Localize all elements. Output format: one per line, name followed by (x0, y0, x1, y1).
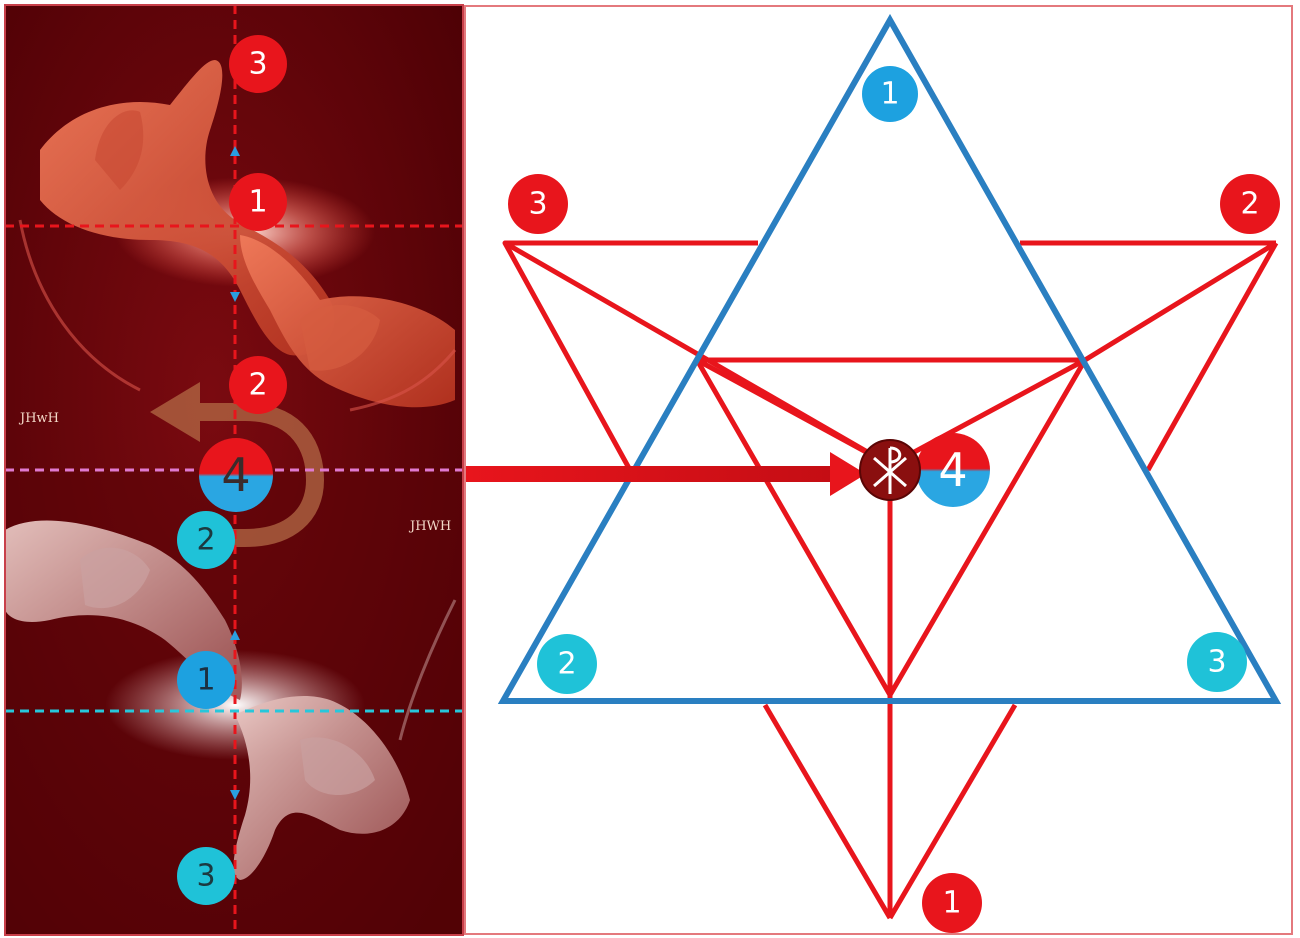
badge-red-left-3: 3 (508, 174, 568, 234)
badge-bottom-1: 1 (177, 651, 235, 709)
badge-top-2: 2 (229, 356, 287, 414)
badge-blue-top-1: 1 (862, 66, 918, 122)
badge-bottom-3: 3 (177, 847, 235, 905)
badge-red-right-2-label: 2 (1240, 187, 1259, 222)
right-panel: 4 1 3 2 2 3 (465, 6, 1292, 934)
badge-center-4: 4 (199, 438, 273, 512)
badge-bottom-2: 2 (177, 511, 235, 569)
badge-cyan-left-2-label: 2 (557, 647, 576, 682)
badge-center-4-right: 4 (916, 433, 990, 507)
badge-cyan-right-3: 3 (1187, 632, 1247, 692)
signature-right: JHWH (408, 519, 451, 534)
badge-top-1-label: 1 (248, 185, 267, 220)
badge-red-left-3-label: 3 (528, 187, 547, 222)
chi-rho-icon (860, 440, 920, 500)
badge-bottom-3-label: 3 (196, 859, 215, 894)
badge-top-3-label: 3 (248, 47, 267, 82)
badge-cyan-left-2: 2 (537, 634, 597, 694)
badge-blue-top-1-label: 1 (880, 77, 899, 112)
signature-left: JHwH (18, 411, 59, 426)
badge-bottom-1-label: 1 (196, 663, 215, 698)
badge-top-3: 3 (229, 35, 287, 93)
badge-center-4-label: 4 (221, 448, 250, 502)
badge-cyan-right-3-label: 3 (1207, 645, 1226, 680)
badge-center-4-right-label: 4 (938, 443, 967, 497)
badge-bottom-2-label: 2 (196, 523, 215, 558)
badge-top-1: 1 (229, 173, 287, 231)
badge-red-right-2: 2 (1220, 174, 1280, 234)
badge-top-2-label: 2 (248, 368, 267, 403)
badge-red-bottom-1: 1 (922, 873, 982, 933)
badge-red-bottom-1-label: 1 (942, 886, 961, 921)
left-panel: JHwH JHWH 3 1 2 4 2 1 3 (5, 5, 463, 935)
